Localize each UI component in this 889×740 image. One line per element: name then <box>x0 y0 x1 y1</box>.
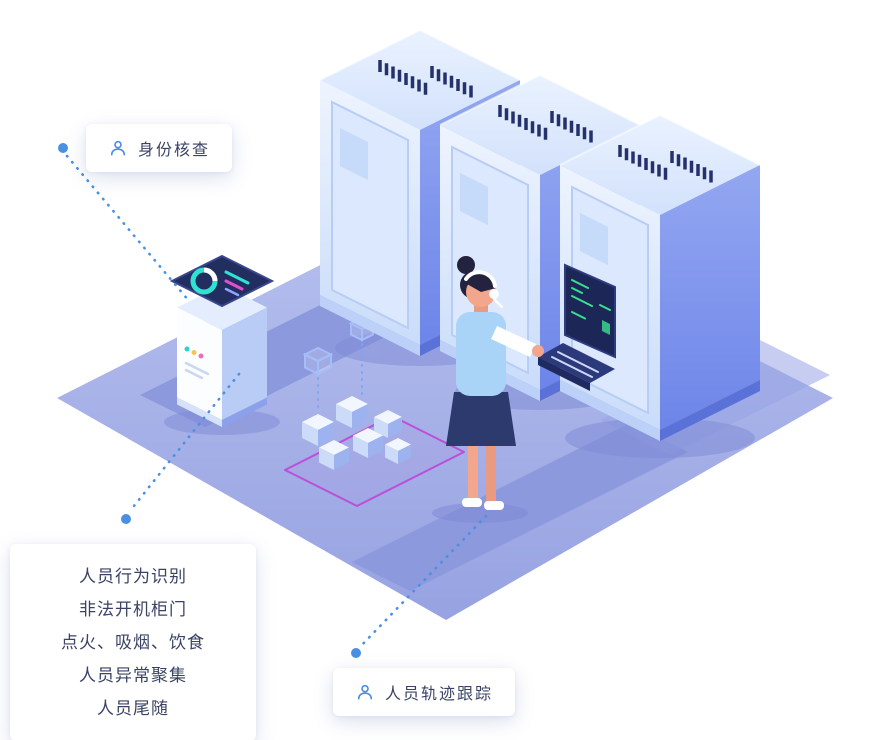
user-icon <box>357 684 373 700</box>
callout-identity-label: 身份核查 <box>138 142 211 159</box>
analytics-kiosk <box>164 254 280 435</box>
user-icon <box>110 140 126 156</box>
rack-console <box>538 263 616 391</box>
connector-trajectory <box>357 514 488 650</box>
behavior-line: 点火、吸烟、饮食 <box>61 633 205 652</box>
connector-lines <box>65 154 488 650</box>
behavior-line: 人员异常聚集 <box>79 666 187 685</box>
keyboard-tray <box>538 343 615 383</box>
kiosk-front-leds <box>184 346 210 380</box>
operator-person <box>432 256 544 523</box>
callout-trajectory-label: 人员轨迹跟踪 <box>385 686 494 703</box>
server-rack-front <box>538 113 762 443</box>
connector-behaviors <box>128 372 241 513</box>
connector-dots <box>58 143 361 658</box>
callout-trajectory-tracking: 人员轨迹跟踪 <box>333 668 516 716</box>
kiosk-screen <box>169 254 275 308</box>
wireframe-cubes <box>305 318 373 413</box>
floor-strip-walkway <box>352 423 688 591</box>
behavior-line: 非法开机柜门 <box>79 600 187 619</box>
callout-identity-check: 身份核查 <box>86 124 233 172</box>
callout-behavior-list: 人员行为识别 非法开机柜门 点火、吸烟、饮食 人员异常聚集 人员尾随 <box>10 544 256 740</box>
headset <box>464 270 497 288</box>
behavior-line: 人员行为识别 <box>79 567 187 586</box>
behavior-line: 人员尾随 <box>97 699 169 718</box>
hair-bun <box>457 256 475 274</box>
connector-identity <box>65 154 191 303</box>
